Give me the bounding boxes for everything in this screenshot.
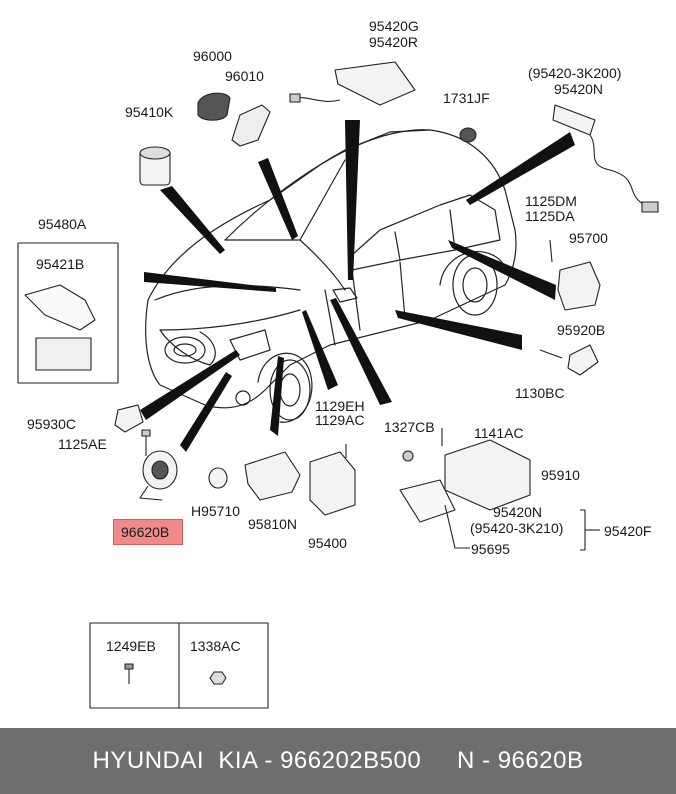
label-96000[interactable]: 96000 xyxy=(193,48,232,64)
label-96620B[interactable]: 96620B xyxy=(121,524,170,540)
label-1130BC[interactable]: 1130BC xyxy=(515,385,565,401)
car-illustration xyxy=(17,61,659,709)
label-95930C[interactable]: 95930C xyxy=(27,416,77,432)
label-1249EB[interactable]: 1249EB xyxy=(106,638,156,654)
label-95810N[interactable]: 95810N xyxy=(248,516,298,532)
label-95421B[interactable]: 95421B xyxy=(36,256,85,272)
label-95700[interactable]: 95700 xyxy=(569,230,608,246)
label-95695[interactable]: 95695 xyxy=(471,541,510,557)
parts-diagram: 96000 96010 95420G 95420R (95420-3K200) … xyxy=(17,18,659,709)
label-95420-3K210[interactable]: (95420-3K210) xyxy=(470,520,564,536)
label-1141AC[interactable]: 1141AC xyxy=(474,425,524,441)
label-95920B[interactable]: 95920B xyxy=(557,322,606,338)
footer-part-number: HYUNDAI KIA - 966202B500 N - 96620B xyxy=(92,747,584,774)
label-1338AC[interactable]: 1338AC xyxy=(190,638,241,654)
label-1327CB[interactable]: 1327CB xyxy=(384,419,435,435)
label-95910[interactable]: 95910 xyxy=(541,467,580,483)
label-95420R[interactable]: 95420R xyxy=(369,34,419,50)
label-H95710[interactable]: H95710 xyxy=(191,503,241,519)
label-1731JF[interactable]: 1731JF xyxy=(443,90,490,106)
label-95480A[interactable]: 95480A xyxy=(38,216,87,232)
label-1125DM[interactable]: 1125DM xyxy=(525,193,577,209)
label-1129EH[interactable]: 1129EH xyxy=(315,398,365,414)
highlight-box-96620B xyxy=(113,519,183,545)
label-1125AE[interactable]: 1125AE xyxy=(58,436,107,452)
label-95420N-bottom[interactable]: 95420N xyxy=(493,504,543,520)
label-1125DA[interactable]: 1125DA xyxy=(525,208,575,224)
label-95420N-top[interactable]: 95420N xyxy=(554,81,604,97)
footer-bar: HYUNDAI KIA - 966202B500 N - 96620B xyxy=(0,728,676,794)
label-95420G[interactable]: 95420G xyxy=(369,18,419,34)
label-95420F[interactable]: 95420F xyxy=(604,523,652,539)
label-95420-3K200[interactable]: (95420-3K200) xyxy=(528,65,622,81)
label-96010[interactable]: 96010 xyxy=(225,68,264,84)
label-1129AC[interactable]: 1129AC xyxy=(315,412,365,428)
label-95400[interactable]: 95400 xyxy=(308,535,347,551)
label-95410K[interactable]: 95410K xyxy=(125,104,174,120)
